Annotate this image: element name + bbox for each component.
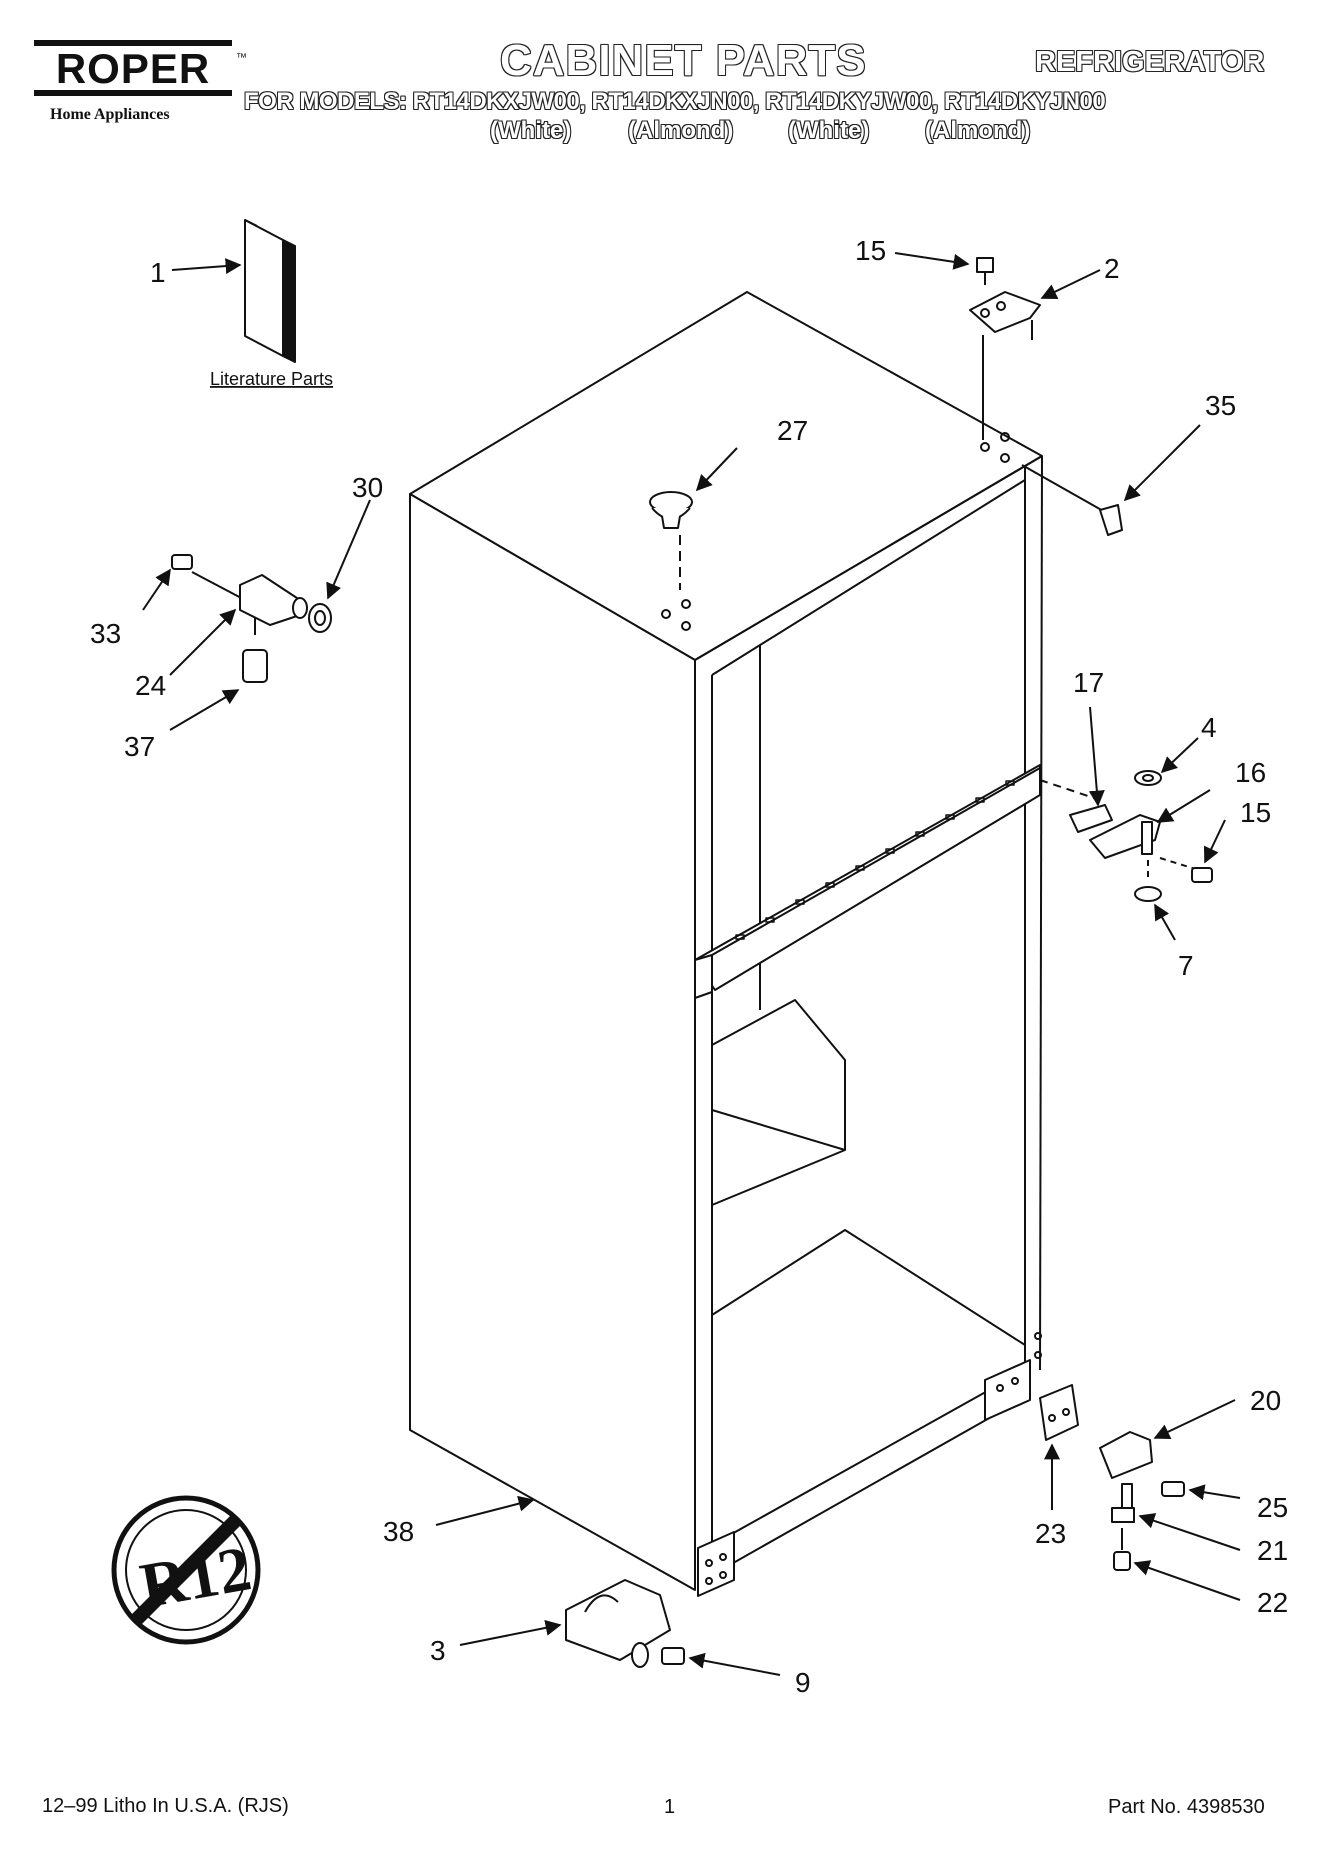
- callout-33: 33: [90, 618, 121, 649]
- callout-17: 17: [1073, 667, 1104, 698]
- literature-booklet: [244, 219, 296, 363]
- model-list: FOR MODELS: RT14DKXJW00, RT14DKXJN00, RT…: [244, 88, 1106, 115]
- callout-35: 35: [1205, 390, 1236, 421]
- callout-16: 16: [1235, 757, 1266, 788]
- model-variant-1: (White): [490, 117, 572, 144]
- callout-3: 3: [430, 1635, 446, 1666]
- callout-4: 4: [1201, 712, 1217, 743]
- brand-trademark: ™: [236, 52, 247, 64]
- callout-2: 2: [1104, 253, 1120, 284]
- callout-24: 24: [135, 670, 166, 701]
- logo-frame-lines: [34, 40, 232, 96]
- center-hinge-assembly: [1039, 770, 1213, 902]
- bottom-roller-assembly: [565, 1579, 685, 1668]
- footer-part-number: Part No. 4398530: [1108, 1796, 1265, 1818]
- top-hinge-assembly: [969, 257, 1123, 536]
- callout-20: 20: [1250, 1385, 1281, 1416]
- product-category: REFRIGERATOR: [1035, 46, 1265, 78]
- footer-page-number: 1: [664, 1796, 676, 1818]
- callout-30: 30: [352, 472, 383, 503]
- bottom-hinge-assembly: [1039, 1384, 1185, 1571]
- literature-parts-label: Literature Parts: [210, 369, 333, 389]
- callout-1: 1: [150, 257, 166, 288]
- callout-9: 9: [795, 1667, 811, 1698]
- top-plug: [649, 491, 693, 590]
- page-title: CABINET PARTS: [500, 36, 867, 85]
- left-hinge-pin-assembly: [171, 554, 332, 683]
- callout-38: 38: [383, 1516, 414, 1547]
- callout-22: 22: [1257, 1587, 1288, 1618]
- r12-label: R12: [135, 1532, 256, 1621]
- callout-27: 27: [777, 415, 808, 446]
- callout-23: 23: [1035, 1518, 1066, 1549]
- footer-print-info: 12–99 Litho In U.S.A. (RJS): [42, 1795, 289, 1817]
- callout-21: 21: [1257, 1535, 1288, 1566]
- callout-7: 7: [1178, 950, 1194, 981]
- no-r12-badge: [111, 1495, 261, 1645]
- model-variant-4: (Almond): [925, 117, 1031, 144]
- callout-37: 37: [124, 731, 155, 762]
- model-variant-3: (White): [788, 117, 870, 144]
- callout-15-middle: 15: [1240, 797, 1271, 828]
- callout-leaders: [142, 252, 1241, 1676]
- brand-subtitle: Home Appliances: [50, 106, 170, 123]
- callout-25: 25: [1257, 1492, 1288, 1523]
- cabinet-shell: [409, 291, 1043, 1597]
- callout-15-top: 15: [855, 235, 886, 266]
- brand-logo: ROPER: [55, 45, 211, 92]
- model-variant-2: (Almond): [628, 117, 734, 144]
- brand-logo-frame: [34, 40, 232, 96]
